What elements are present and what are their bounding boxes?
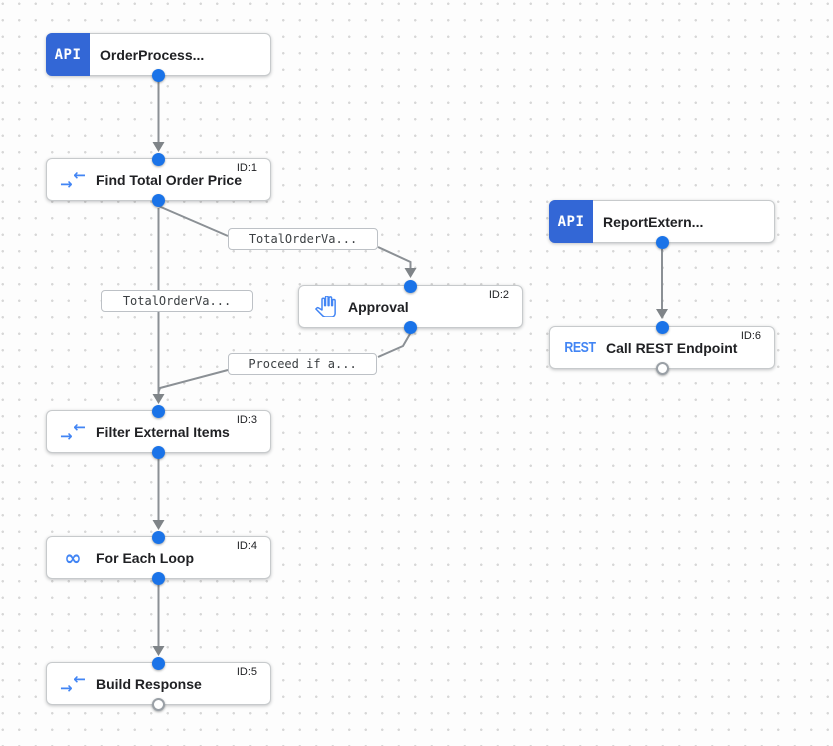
input-port[interactable]: [152, 404, 165, 418]
task-node-approval[interactable]: ID:2 Approval: [298, 279, 523, 334]
node-title: Find Total Order Price: [96, 171, 242, 188]
edge-find-to-approval-b: [377, 246, 412, 268]
data-mapping-icon: → ←: [60, 669, 86, 697]
task-id-badge: ID:2: [488, 289, 509, 301]
output-port[interactable]: [404, 320, 417, 334]
task-id-badge: ID:6: [740, 330, 761, 342]
api-trigger-node-reportextern[interactable]: API ReportExtern...: [549, 200, 775, 249]
node-title: OrderProcess...: [100, 46, 205, 63]
node-title: Filter External Items: [96, 423, 230, 440]
task-node-for-each-loop[interactable]: ID:4 ∞ For Each Loop: [46, 530, 271, 585]
output-port[interactable]: [152, 68, 165, 82]
output-port[interactable]: [655, 235, 669, 249]
task-id-badge: ID:3: [236, 414, 257, 426]
output-port[interactable]: [152, 445, 165, 459]
node-title: ReportExtern...: [603, 213, 704, 230]
input-port[interactable]: [152, 530, 165, 544]
arrowhead-build: [152, 646, 165, 656]
for-each-loop-icon: ∞: [64, 545, 82, 570]
data-mapping-icon: → ←: [60, 417, 86, 445]
task-node-find-total-order-price[interactable]: ID:1 → ← Find Total Order Price: [46, 152, 271, 207]
arrowhead-find: [152, 142, 165, 152]
output-port[interactable]: [152, 571, 165, 585]
task-node-build-response[interactable]: ID:5 → ← Build Response: [46, 656, 271, 711]
node-title: Build Response: [96, 675, 202, 692]
node-title: Call REST Endpoint: [606, 339, 738, 356]
task-id-badge: ID:4: [236, 540, 257, 552]
input-port[interactable]: [404, 279, 417, 293]
input-port[interactable]: [152, 152, 165, 166]
task-id-badge: ID:1: [236, 162, 257, 174]
output-port[interactable]: [152, 193, 165, 207]
api-trigger-icon: API: [46, 33, 90, 76]
edge-condition-label[interactable]: TotalOrderVa...: [228, 228, 378, 250]
node-title: For Each Loop: [96, 549, 194, 566]
input-port[interactable]: [655, 320, 669, 334]
rest-icon: REST: [564, 339, 596, 356]
edge-condition-label[interactable]: Proceed if a...: [228, 353, 377, 375]
edge-find-to-approval-a: [158, 205, 229, 237]
output-port-unconnected[interactable]: [655, 361, 669, 375]
arrowhead-rest: [656, 309, 668, 319]
arrowhead-foreach: [152, 520, 165, 530]
data-mapping-icon: → ←: [60, 165, 86, 193]
arrowhead-approval: [404, 268, 417, 278]
task-node-filter-external-items[interactable]: ID:3 → ← Filter External Items: [46, 404, 271, 459]
edge-approval-to-filter-b: [157, 369, 229, 393]
api-trigger-node-orderprocess[interactable]: API OrderProcess...: [46, 33, 271, 82]
node-title: Approval: [348, 298, 409, 315]
task-node-call-rest-endpoint[interactable]: ID:6 REST Call REST Endpoint: [549, 320, 775, 375]
output-port-unconnected[interactable]: [152, 697, 165, 711]
edge-approval-to-filter-a: [377, 332, 412, 358]
task-id-badge: ID:5: [236, 666, 257, 678]
approval-hand-icon: [312, 296, 338, 318]
arrowhead-filter: [152, 394, 165, 404]
edge-condition-label[interactable]: TotalOrderVa...: [101, 290, 253, 312]
api-trigger-icon: API: [549, 200, 593, 243]
input-port[interactable]: [152, 656, 165, 670]
